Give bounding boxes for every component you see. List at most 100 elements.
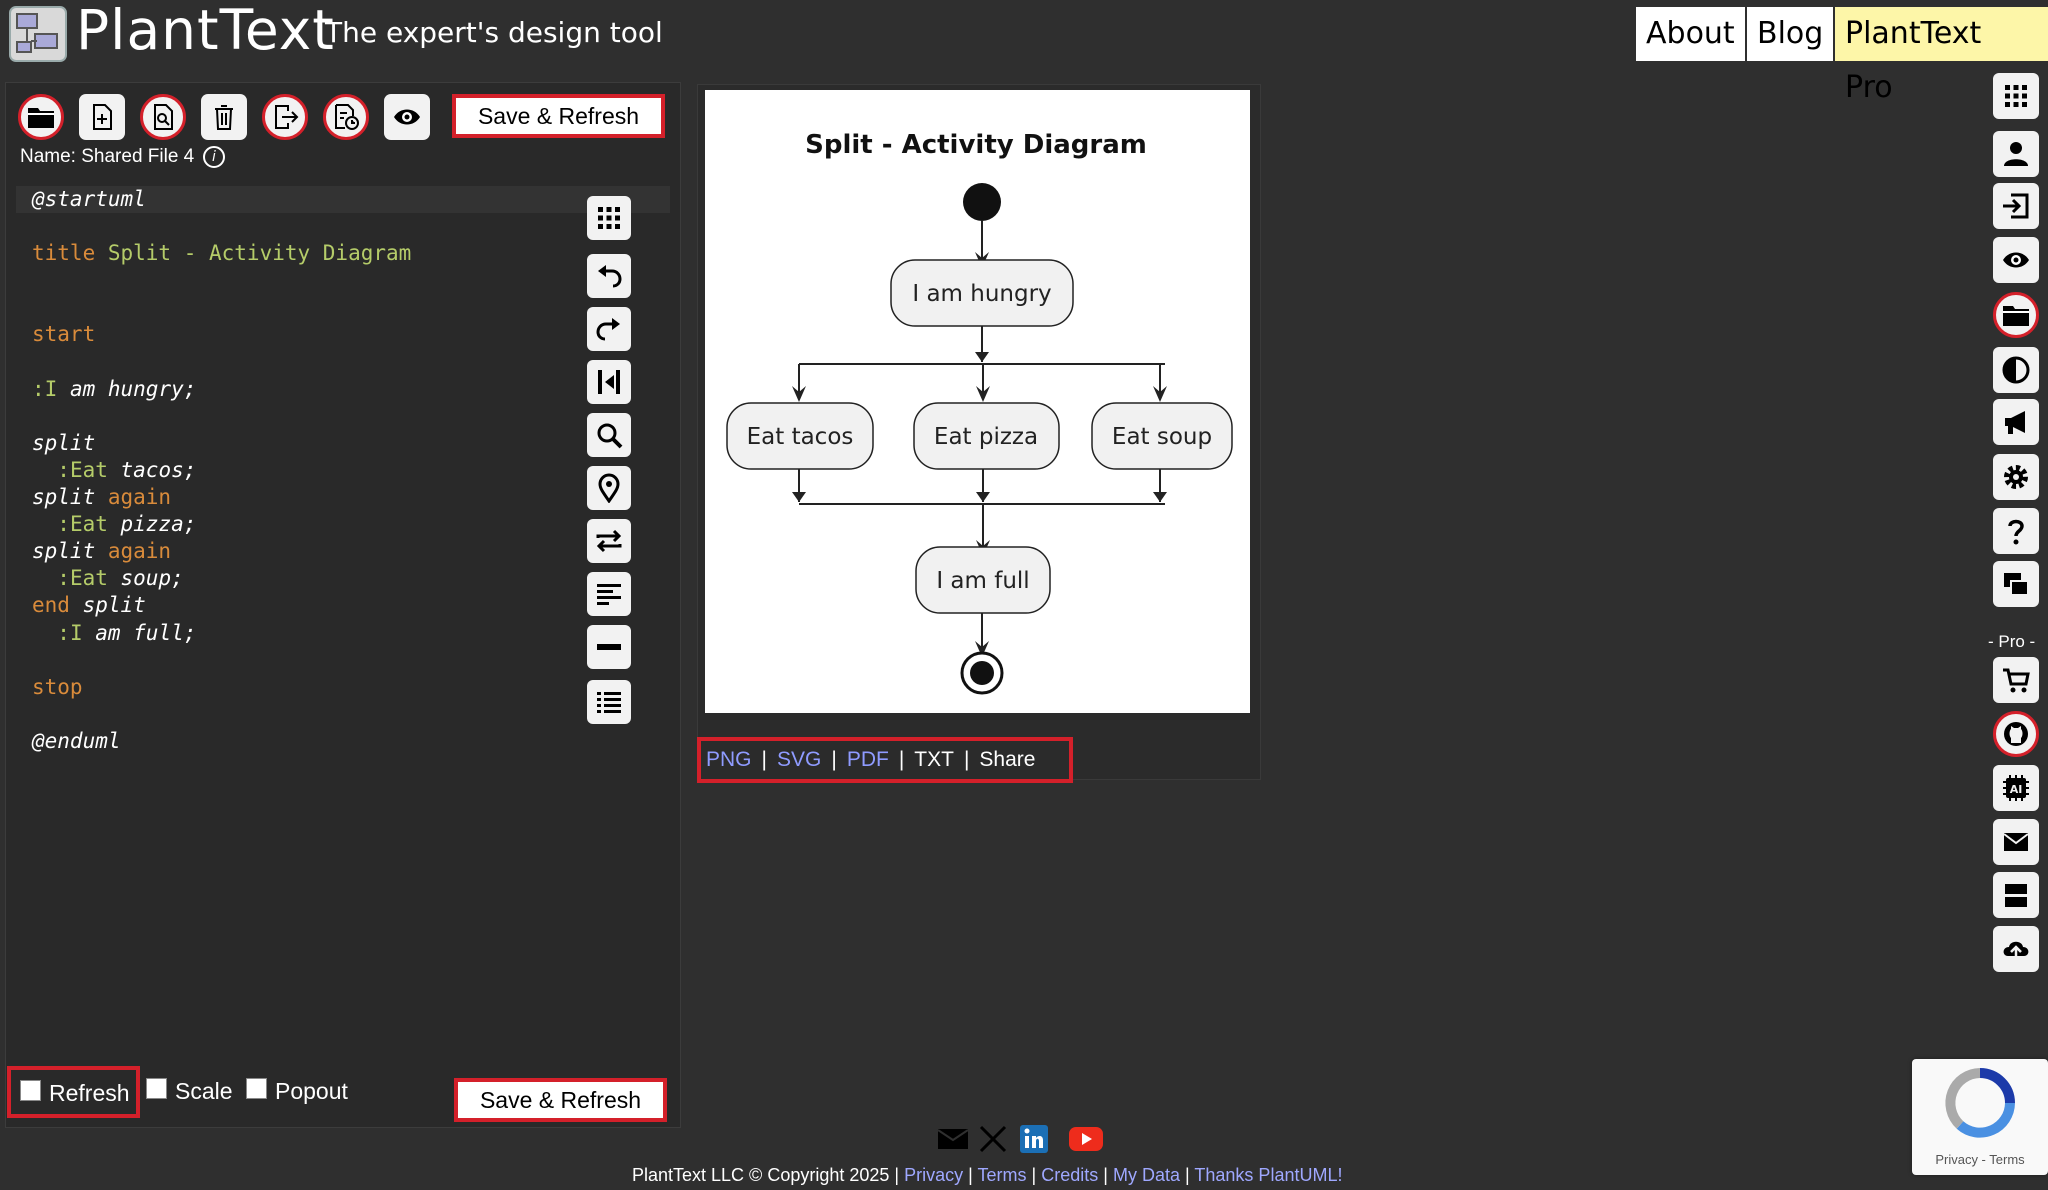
file-name: Name: Shared File 4 [20, 146, 195, 167]
search-icon[interactable] [587, 413, 631, 457]
credits-link[interactable]: Credits [1041, 1165, 1099, 1185]
user-account-icon[interactable] [1993, 131, 2039, 177]
code-line[interactable]: :I am hungry; [32, 376, 197, 401]
ai-chip-icon[interactable]: AI [1993, 765, 2039, 811]
node-pizza-label: Eat pizza [934, 424, 1038, 450]
code-line[interactable]: stop [32, 674, 83, 699]
refresh-option[interactable]: Refresh [20, 1080, 130, 1107]
recaptcha-badge[interactable]: Privacy - Terms [1912, 1059, 2048, 1175]
gear-icon[interactable] [1993, 454, 2039, 500]
refresh-checkbox[interactable] [20, 1080, 41, 1101]
scale-label: Scale [175, 1078, 233, 1104]
search-file-icon[interactable] [140, 94, 186, 140]
view-eye-icon[interactable] [1993, 237, 2039, 283]
copy-windows-icon[interactable] [1993, 561, 2039, 607]
code-line[interactable] [16, 701, 670, 728]
folder-icon[interactable] [1993, 292, 2039, 338]
pdf-link[interactable]: PDF [846, 748, 889, 771]
recaptcha-icon [1945, 1068, 2015, 1138]
nav-blog-button[interactable]: Blog [1747, 7, 1834, 61]
megaphone-icon[interactable] [1993, 399, 2039, 445]
help-icon[interactable] [1993, 508, 2039, 554]
code-line[interactable] [16, 403, 670, 430]
privacy-link[interactable]: Privacy [904, 1165, 964, 1185]
redo-icon[interactable] [587, 307, 631, 351]
save-refresh-button-top[interactable]: Save & Refresh [452, 94, 665, 138]
code-line[interactable] [16, 267, 670, 294]
contrast-icon[interactable] [1993, 347, 2039, 393]
txt-link[interactable]: TXT [914, 748, 954, 771]
code-line[interactable] [16, 294, 670, 321]
scale-option[interactable]: Scale [146, 1078, 233, 1105]
file-history-icon[interactable] [323, 94, 369, 140]
code-line[interactable]: split again [32, 485, 172, 510]
go-to-start-icon[interactable] [587, 360, 631, 404]
nav-about-button[interactable]: About [1636, 7, 1745, 61]
youtube-icon[interactable] [1068, 1122, 1104, 1156]
scale-checkbox[interactable] [146, 1078, 167, 1099]
new-file-icon[interactable] [79, 94, 125, 140]
code-line[interactable]: split again [32, 539, 172, 564]
code-line[interactable] [16, 349, 670, 376]
code-line[interactable]: @enduml [32, 728, 121, 753]
code-line[interactable]: :Eat soup; [57, 566, 184, 591]
code-editor[interactable]: @startuml title Split - Activity Diagram s… [16, 186, 670, 755]
linkedin-icon[interactable] [1019, 1122, 1049, 1156]
code-line[interactable]: @startuml [16, 186, 670, 214]
undo-icon[interactable] [587, 254, 631, 298]
open-folder-icon[interactable] [18, 94, 64, 140]
cloud-upload-icon[interactable] [1993, 926, 2039, 972]
popout-option[interactable]: Popout [246, 1078, 348, 1105]
node-soup [1091, 402, 1233, 470]
mail-icon[interactable] [1993, 819, 2039, 865]
refresh-highlight [7, 1066, 140, 1118]
grid-menu-icon[interactable] [587, 196, 631, 240]
brand-title[interactable]: PlantText [76, 0, 335, 62]
svg-link[interactable]: SVG [776, 748, 822, 771]
apps-grid-icon[interactable] [1993, 73, 2039, 119]
popout-label: Popout [275, 1078, 348, 1104]
login-icon[interactable] [1993, 183, 2039, 229]
nav-pro-button[interactable]: PlantText Pro [1835, 7, 2048, 105]
my-data-link[interactable]: My Data [1112, 1165, 1181, 1185]
minus-icon[interactable] [587, 625, 631, 669]
editor-panel [5, 82, 681, 1128]
code-line[interactable]: title Split - Activity Diagram [32, 241, 412, 266]
diagram-image[interactable]: Split - Activity Diagram [705, 90, 1250, 713]
preview-eye-icon[interactable] [384, 94, 430, 140]
share-link[interactable]: Share [979, 748, 1036, 771]
code-line[interactable]: end split [32, 593, 146, 618]
svg-text:AI: AI [2010, 783, 2023, 796]
list-icon[interactable] [587, 680, 631, 724]
email-social-icon[interactable] [937, 1122, 969, 1156]
output-links: PNG|SVG|PDF|TXT|Share [697, 737, 1073, 783]
recaptcha-text[interactable]: Privacy - Terms [1935, 1152, 2025, 1167]
code-line[interactable]: :Eat pizza; [57, 512, 197, 537]
terms-link[interactable]: Terms [977, 1165, 1027, 1185]
png-link[interactable]: PNG [706, 748, 752, 771]
location-pin-icon[interactable] [587, 466, 631, 510]
trash-icon[interactable] [201, 94, 247, 140]
swap-icon[interactable] [587, 519, 631, 563]
align-left-icon[interactable] [587, 572, 631, 616]
shopping-cart-icon[interactable] [1993, 657, 2039, 703]
node-soup-label: Eat soup [1112, 424, 1212, 450]
code-line[interactable]: start [32, 322, 96, 347]
layout-rows-icon[interactable] [1993, 872, 2039, 918]
github-icon[interactable] [1993, 711, 2039, 757]
plantext-logo-icon[interactable] [9, 6, 67, 62]
node-hungry [890, 259, 1074, 327]
code-line[interactable] [16, 213, 670, 240]
info-icon[interactable]: i [203, 146, 225, 168]
thanks-plantuml-link[interactable]: Thanks PlantUML! [1194, 1165, 1343, 1185]
popout-checkbox[interactable] [246, 1078, 267, 1099]
code-line[interactable]: :I am full; [57, 620, 197, 645]
save-refresh-button-bottom[interactable]: Save & Refresh [454, 1078, 667, 1122]
x-twitter-icon[interactable] [978, 1122, 1008, 1156]
export-file-icon[interactable] [262, 94, 308, 140]
refresh-label: Refresh [49, 1080, 130, 1106]
node-pizza [913, 402, 1060, 470]
code-line[interactable] [16, 647, 670, 674]
code-line[interactable]: :Eat tacos; [57, 457, 197, 482]
code-line[interactable]: split [32, 430, 96, 455]
